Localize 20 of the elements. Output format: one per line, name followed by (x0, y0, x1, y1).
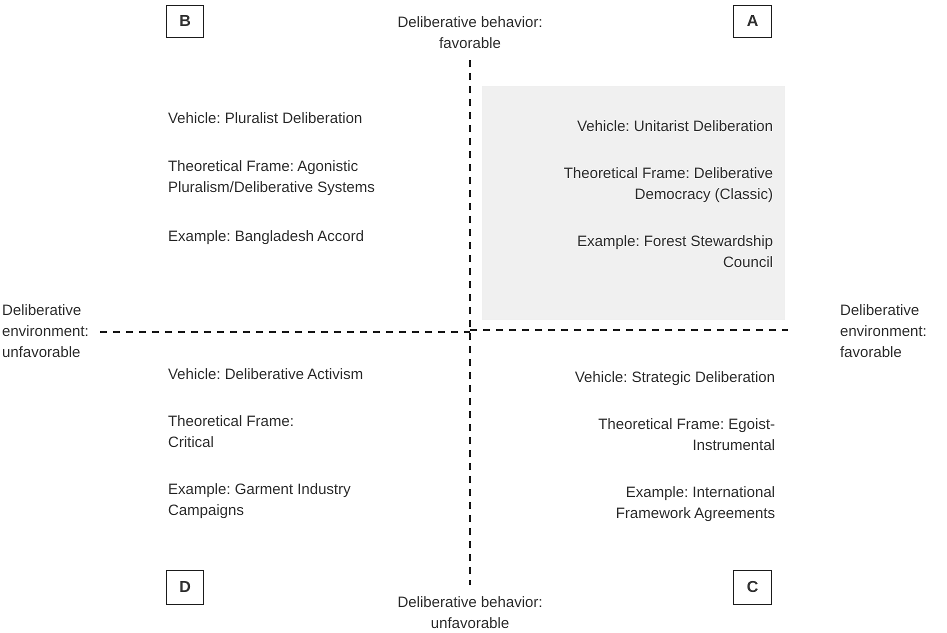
quadrant-text: Theoretical Frame: Critical (168, 412, 295, 453)
quadrant-letter: B (166, 5, 204, 38)
axis-label: Deliberative environment: favorable (840, 301, 928, 363)
quadrant-text: Theoretical Frame: Deliberative Democracy (Classic) (562, 164, 773, 205)
quadrant-letter: A (733, 5, 772, 38)
quadrant-text: Example: International Framework Agreements (614, 483, 775, 524)
axis-label: Deliberative environment: unfavorable (2, 301, 90, 363)
quadrant-letter: D (166, 570, 204, 605)
quadrant-text: Example: Forest Stewardship Council (576, 232, 773, 273)
axis-label: Deliberative behavior: favorable (396, 13, 544, 54)
quadrant-text: Example: Garment Industry Campaigns (168, 480, 352, 521)
quadrant-text: Vehicle: Unitarist Deliberation (576, 117, 773, 137)
quadrant-text: Vehicle: Deliberative Activism (168, 365, 364, 385)
quadrant-text: Theoretical Frame: Egoist-Instrumental (597, 415, 775, 456)
axis-label: Deliberative behavior: unfavorable (396, 593, 544, 633)
quadrant-text: Vehicle: Pluralist Deliberation (168, 109, 364, 129)
quadrant-letter: C (733, 570, 772, 605)
quadrant-text: Example: Bangladesh Accord (168, 227, 365, 247)
quadrant-text: Vehicle: Strategic Deliberation (574, 368, 775, 388)
quadrant-text: Theoretical Frame: Agonistic Pluralism/Deliberative Systems (168, 157, 376, 198)
